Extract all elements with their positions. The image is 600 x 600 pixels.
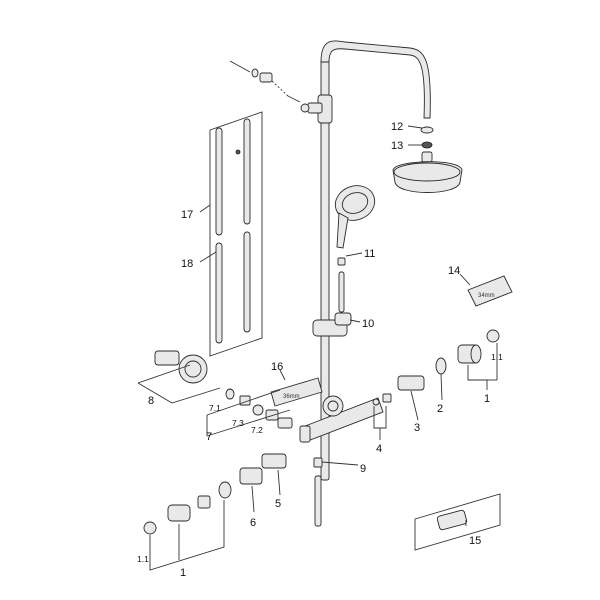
hand-shower (334, 185, 376, 313)
slider-10 (312, 312, 352, 337)
key-size-text: 34mm (478, 293, 495, 299)
label-17: 17 (181, 209, 193, 221)
rail-screw-dot (235, 149, 241, 155)
thermostat-body (299, 395, 384, 527)
riser-pipe (300, 40, 431, 481)
label-2: 2 (437, 403, 443, 415)
hose-nut-11 (337, 257, 346, 266)
label-9: 9 (360, 463, 366, 475)
label-7-1: 7.1 (209, 403, 221, 413)
label-7-2: 7.2 (251, 425, 263, 435)
left-cartridge-parts: 36mm (143, 350, 323, 535)
label-7-3: 7.3 (232, 418, 244, 428)
part-6 (239, 467, 263, 485)
spare-cartridge-15 (414, 493, 501, 551)
wall-rail-panel (209, 111, 263, 357)
seal-13 (421, 141, 433, 149)
top-wall-anchor (229, 60, 301, 103)
label-5: 5 (275, 498, 281, 510)
right-cartridge-parts: 34mm (372, 275, 513, 406)
label-14: 14 (448, 265, 460, 277)
label-4: 4 (376, 443, 382, 455)
label-7: 7 (206, 431, 212, 443)
rail-upper-right (243, 118, 251, 225)
label-6: 6 (250, 517, 256, 529)
cartridge-3 (397, 375, 425, 391)
cap-1-1-right (486, 329, 500, 343)
hose-upper (338, 271, 345, 313)
label-13: 13 (391, 140, 403, 152)
label-16: 16 (271, 361, 283, 373)
label-1-1-right: 1.1 (491, 352, 503, 362)
handle-left-1 (167, 504, 191, 522)
hose-lower (314, 475, 322, 527)
rail-upper-left (215, 127, 223, 236)
seal-ring-12 (420, 126, 434, 134)
rail-lower-left (215, 242, 223, 344)
rail-lower-right (243, 231, 251, 333)
cap-1-1-left (143, 521, 157, 535)
wrench-size-text: 36mm (283, 394, 300, 400)
nut-9 (313, 457, 323, 468)
label-15: 15 (469, 535, 481, 547)
part-labels: 17 18 12 13 11 10 14 16 9 5 6 3 2 4 1 1.… (137, 121, 503, 579)
label-18: 18 (181, 258, 193, 270)
label-3: 3 (414, 422, 420, 434)
label-11: 11 (364, 248, 375, 260)
label-10: 10 (362, 318, 374, 330)
ring-2 (435, 357, 447, 375)
label-1-1-left: 1.1 (137, 554, 149, 564)
label-8: 8 (148, 395, 154, 407)
label-1-left: 1 (180, 567, 186, 579)
wrench-16 (270, 377, 323, 407)
part-5 (261, 453, 287, 469)
leader-lines (137, 125, 498, 571)
label-1-right: 1 (484, 393, 490, 405)
label-12: 12 (391, 121, 403, 133)
key-14 (467, 275, 513, 307)
head-shower (392, 126, 463, 193)
fitting-4 (382, 393, 392, 403)
